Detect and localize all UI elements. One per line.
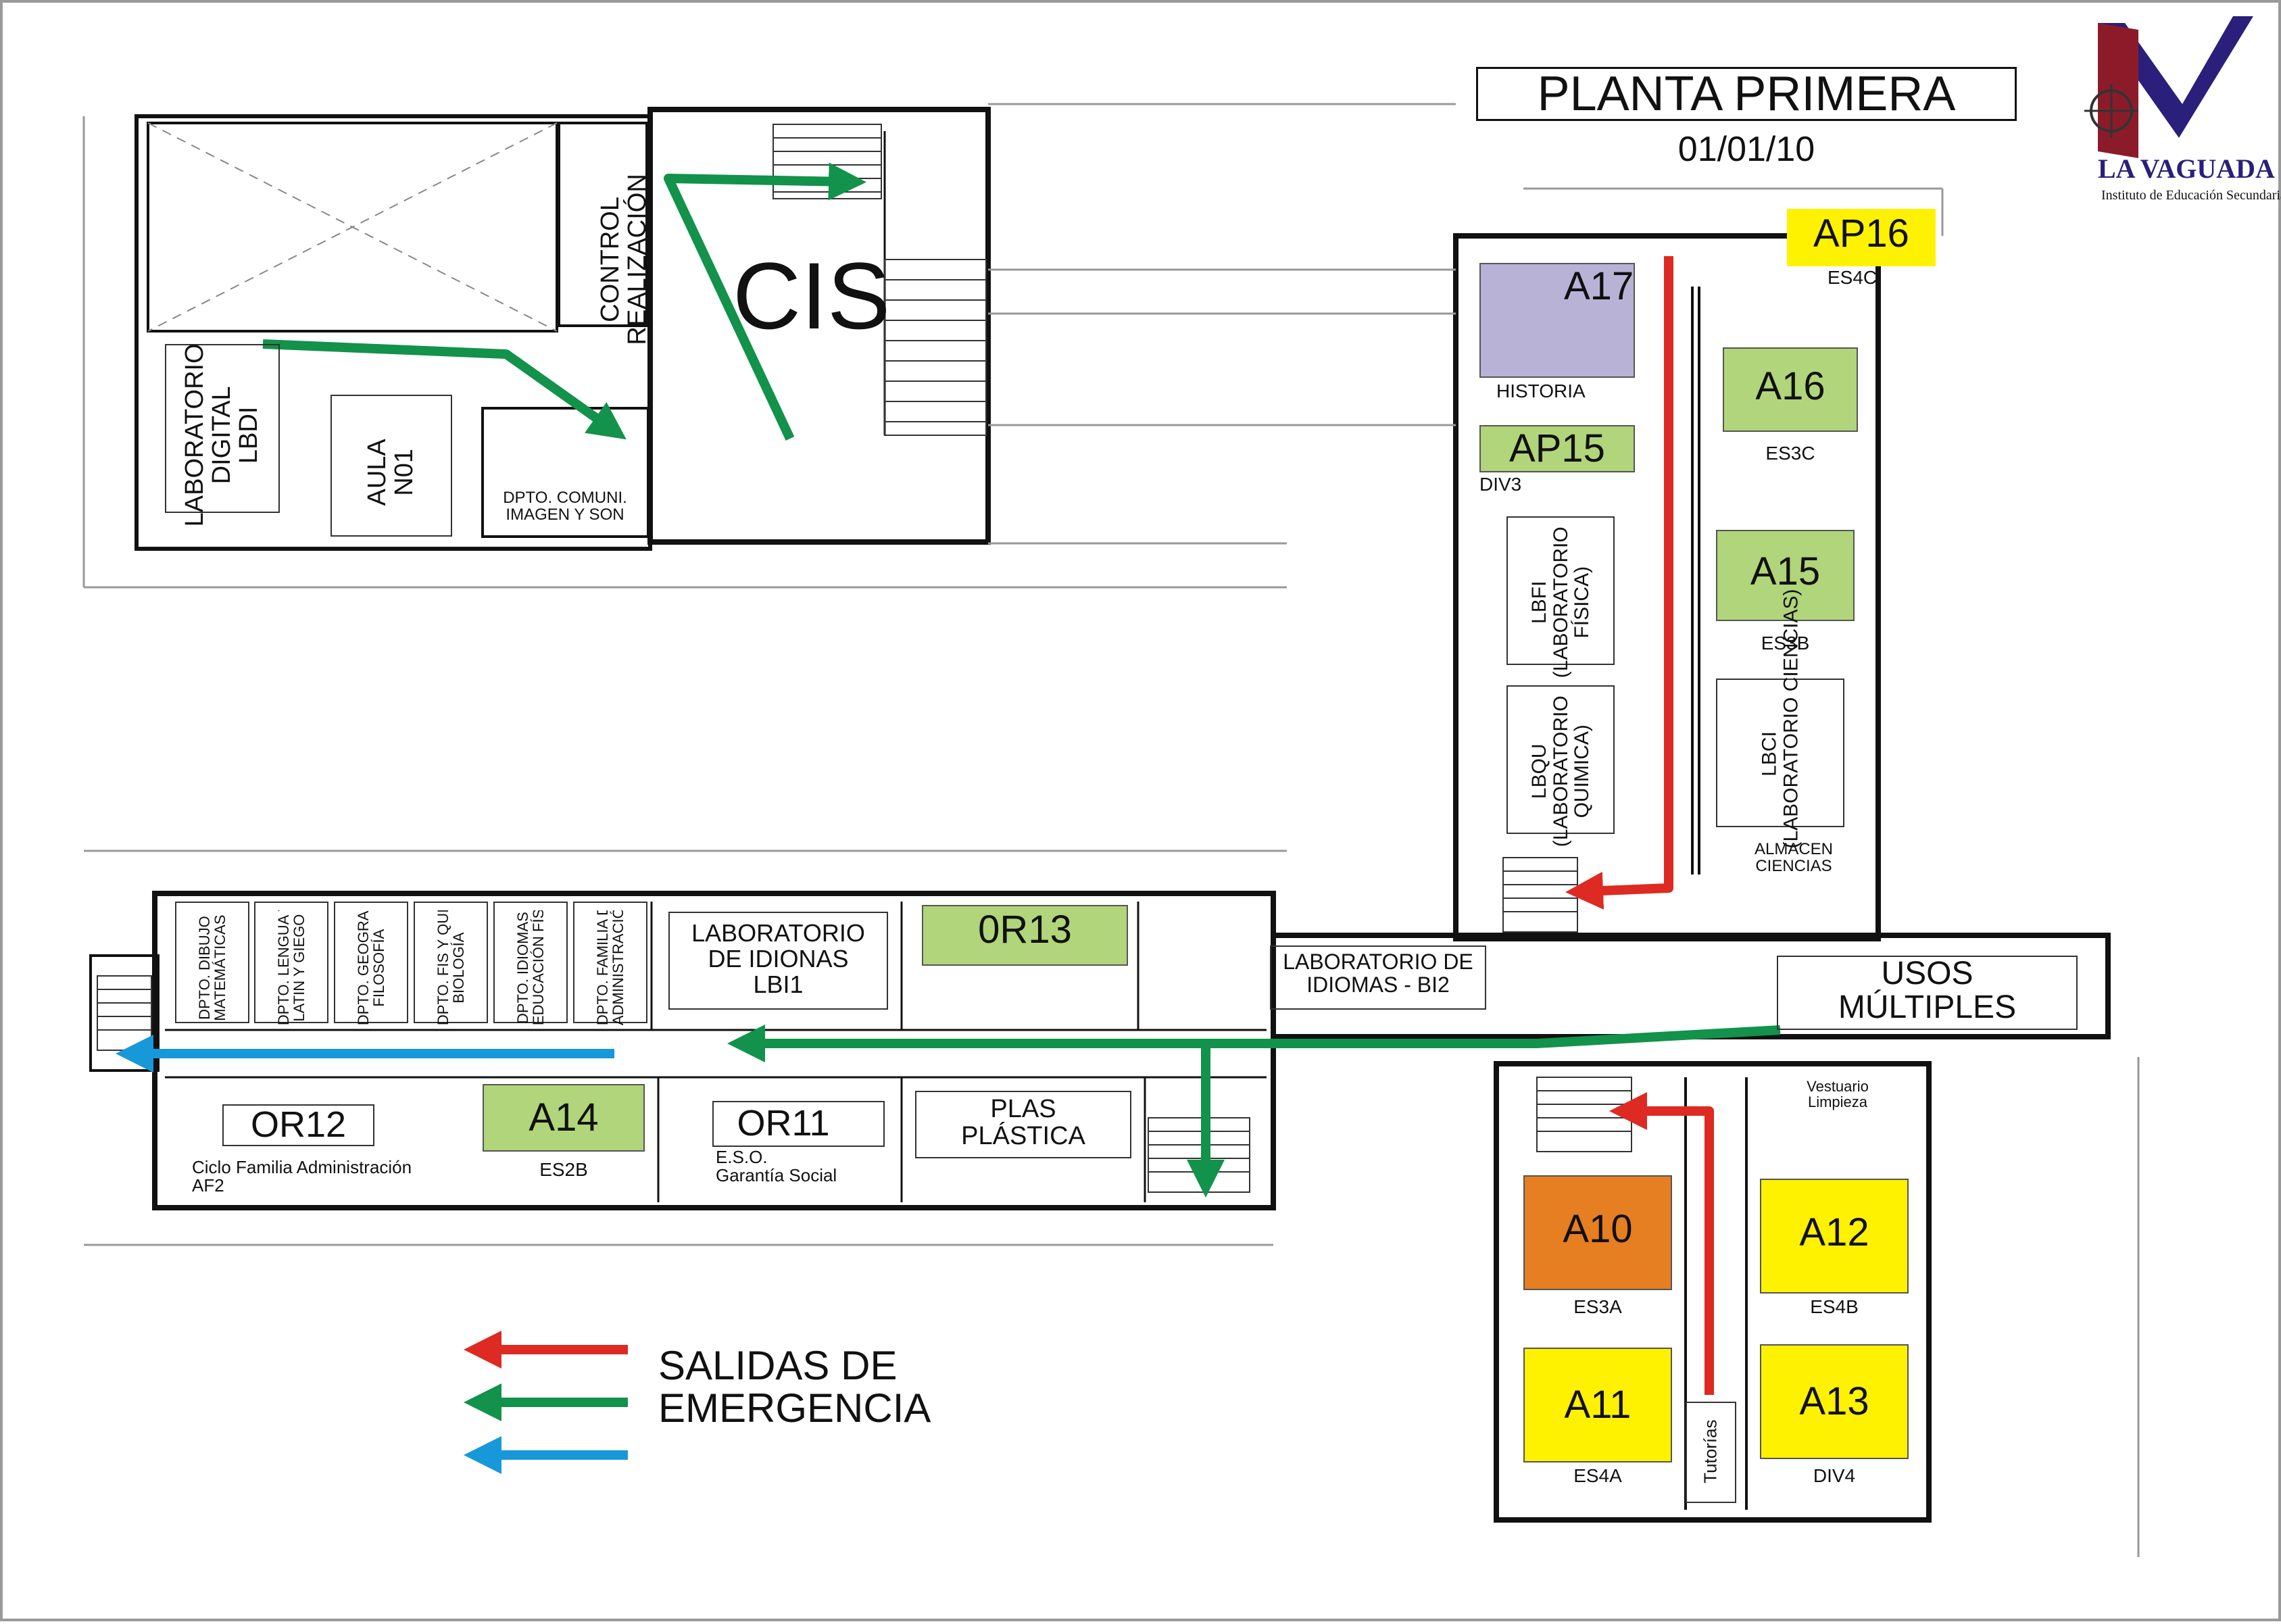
room-eso-garantia: E.S.O.Garantía Social (716, 1147, 837, 1186)
room-cis: CIS (733, 243, 891, 349)
room-a15-box (1716, 530, 1855, 621)
room-lab-idiomas-bi2-box (1270, 945, 1486, 1010)
room-es4b: ES4B (1810, 1296, 1859, 1317)
school-name: LA VAGUADA (2098, 153, 2275, 184)
plan-title: PLANTA PRIMERA (1476, 67, 2017, 121)
room-or11-box (712, 1101, 885, 1147)
dept-lengua-box (254, 902, 328, 1023)
dept-dibujo-box (175, 902, 249, 1023)
room-lbci-box (1716, 679, 1844, 827)
room-aula-n01-box (330, 395, 452, 537)
room-es4a: ES4A (1573, 1465, 1622, 1486)
room-or13: 0R13 (978, 908, 1072, 952)
green-route-cis (664, 162, 866, 441)
red-route-upper (1565, 256, 1673, 910)
green-route-lab (262, 339, 627, 440)
room-ap15-box (1479, 425, 1635, 472)
evacuation-routes (116, 162, 1781, 1474)
room-usos-multiples-box (1777, 956, 2078, 1030)
room-a10-box (1523, 1175, 1672, 1290)
room-ap15: AP15 (1509, 426, 1605, 470)
room-div4: DIV4 (1813, 1465, 1856, 1486)
dept-administracion-box (573, 902, 647, 1023)
room-es2b: ES2B (539, 1159, 588, 1180)
room-lbci: LBCI(LABORATORIO CIENCIAS) (1758, 589, 1802, 849)
room-plastica-box (915, 1091, 1131, 1158)
room-a15: A15 (1750, 549, 1821, 593)
room-a14: A14 (529, 1096, 599, 1139)
room-lbqu-box (1506, 685, 1615, 834)
room-a17: A17 (1564, 264, 1634, 308)
room-a17-box (1479, 263, 1635, 378)
room-a11: A11 (1564, 1383, 1632, 1427)
school-subtitle: Instituto de Educación Secundaria (2101, 188, 2281, 203)
green-route-corridor (727, 1025, 1781, 1062)
room-or11: OR11 (737, 1103, 830, 1143)
room-tutorias-box (1686, 1402, 1736, 1503)
room-tutorias: Tutorías (1700, 1419, 1721, 1483)
room-or13-box (922, 905, 1128, 966)
dept-geografia-box (334, 902, 408, 1023)
room-lbi1-box (668, 912, 888, 1010)
room-historia: HISTORIA (1496, 380, 1586, 401)
room-div3: DIV3 (1479, 474, 1522, 495)
room-a16-box (1723, 347, 1858, 432)
dept-fisica-box (414, 902, 488, 1023)
room-a12-box (1760, 1179, 1909, 1294)
room-a13-box (1760, 1344, 1909, 1459)
red-route-lower (1609, 1092, 1714, 1395)
room-or12: OR12 (250, 1104, 347, 1145)
room-es4c: ES4C (1828, 267, 1878, 288)
room-a12: A12 (1799, 1210, 1869, 1254)
room-dpto-comuni: DPTO. COMUNI.IMAGEN Y SON (503, 489, 627, 524)
room-ap16-label: AP16 (1813, 212, 1909, 255)
room-a10: A10 (1563, 1207, 1633, 1251)
room-es3c: ES3C (1765, 443, 1815, 464)
room-a11-box (1523, 1348, 1672, 1462)
room-lbdi-box (165, 344, 280, 513)
room-es3b: ES3B (1761, 633, 1810, 654)
room-or12-box (222, 1104, 374, 1146)
room-a16: A16 (1755, 364, 1825, 408)
room-ap16 (1787, 209, 1936, 266)
plan-date: 01/01/10 (1677, 130, 1815, 169)
dept-idiomas-box (493, 902, 568, 1023)
room-a14-box (483, 1084, 645, 1152)
room-lbfi-box (1506, 516, 1615, 665)
room-a13: A13 (1799, 1379, 1869, 1423)
room-es3a: ES3A (1573, 1296, 1622, 1317)
